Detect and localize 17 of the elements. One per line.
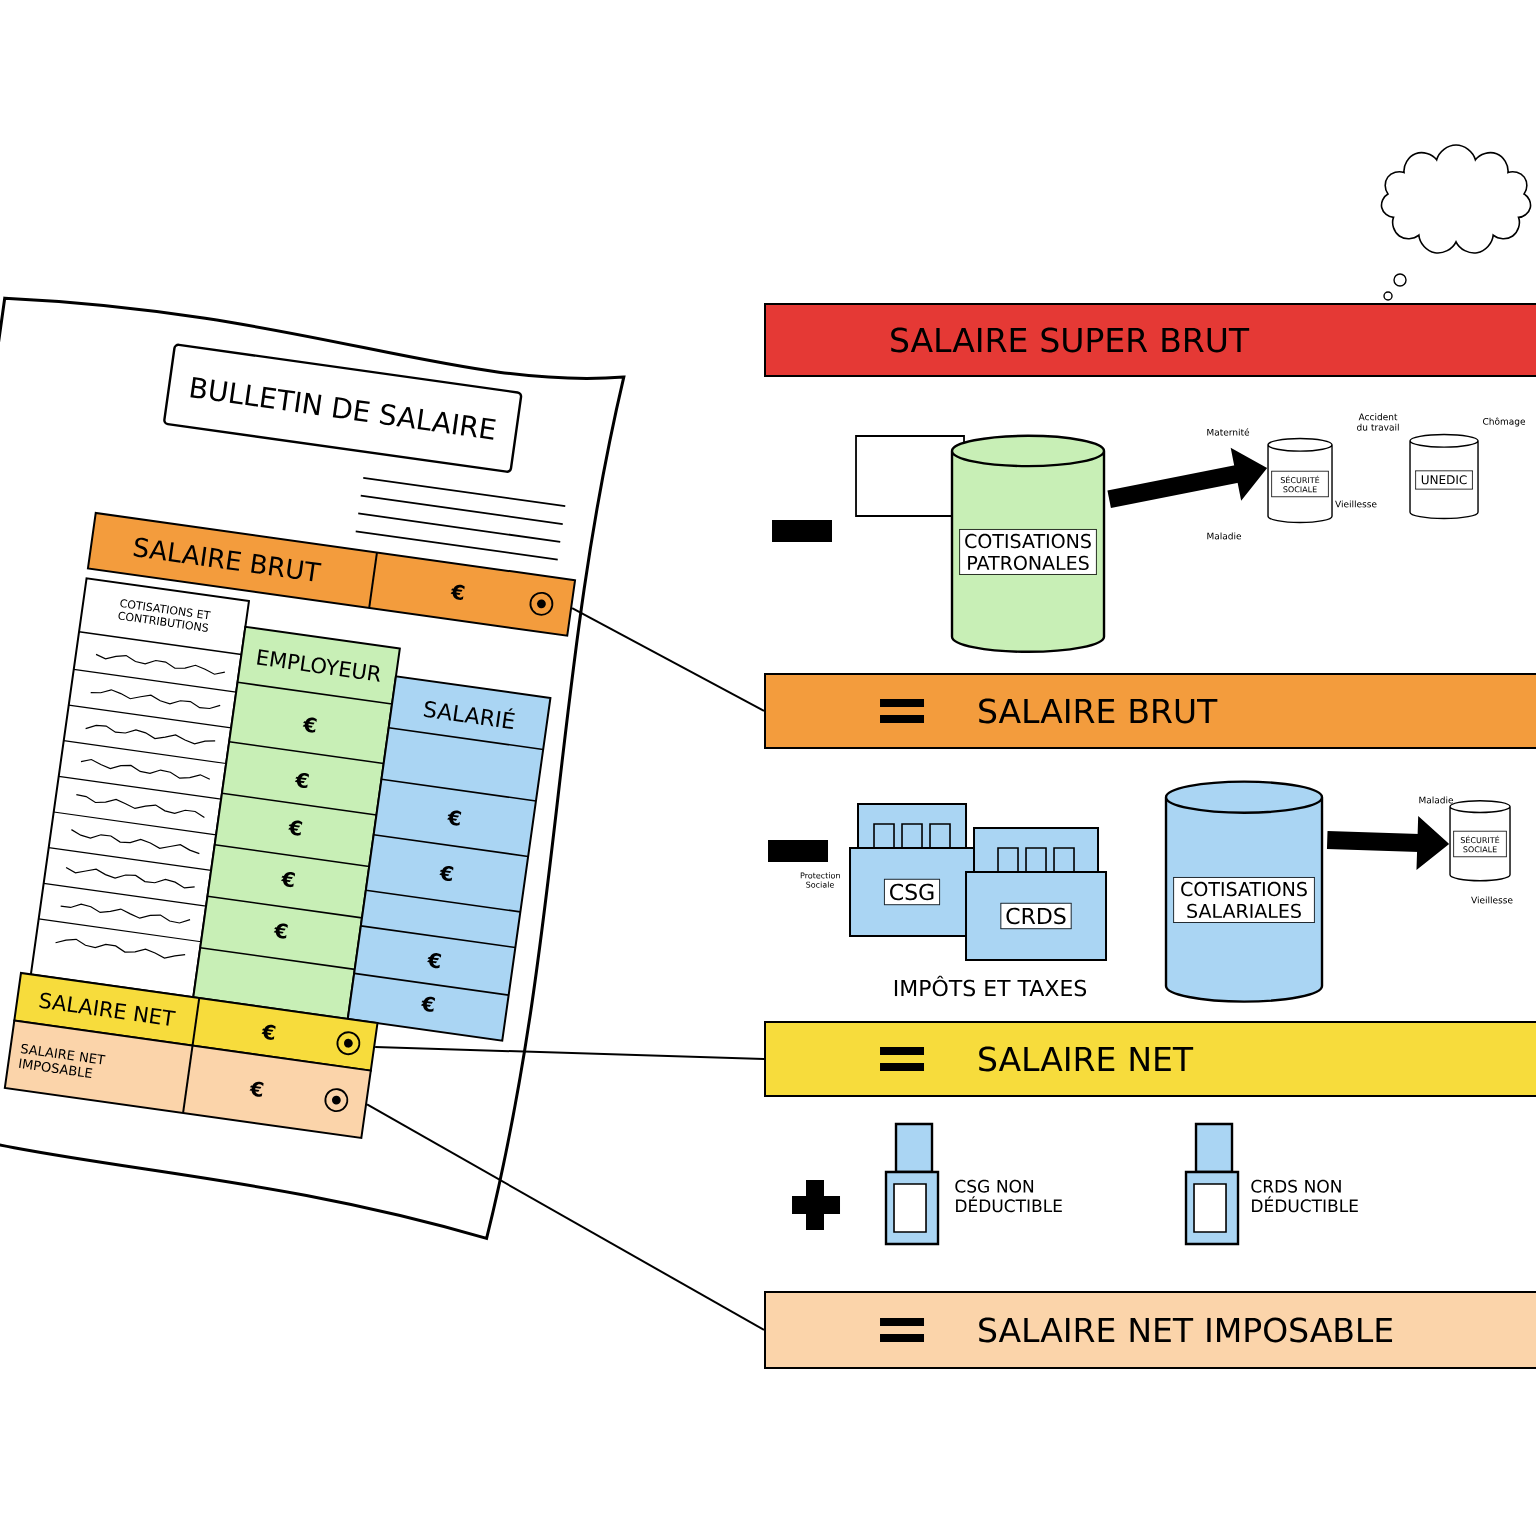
caption-text: IMPÔTS ET TAXES bbox=[894, 975, 1087, 997]
result-band: SALAIRE NET IMPOSABLE bbox=[764, 1291, 1536, 1369]
node-label: COTISATIONS SALARIALES bbox=[1181, 881, 1307, 919]
result-band: SALAIRE BRUT bbox=[764, 673, 1536, 749]
title-box: BULLETIN DE SALAIRE bbox=[163, 343, 523, 473]
collection-can: COTISATIONS PATRONALES bbox=[950, 434, 1106, 654]
collection-can: COTISATIONS SALARIALES bbox=[1164, 780, 1324, 1003]
result-band: SALAIRE SUPER BRUT bbox=[764, 303, 1536, 377]
cash-box: CSG bbox=[849, 803, 975, 937]
caption-text: CRDS NON DÉDUCTIBLE bbox=[1251, 1179, 1358, 1213]
result-band: SALAIRE NET bbox=[764, 1021, 1536, 1097]
cash-box: CRDS bbox=[965, 827, 1107, 961]
leader-line bbox=[571, 607, 765, 712]
node-label: COTISATIONS PATRONALES bbox=[965, 533, 1091, 571]
caption-text: CSG NON DÉDUCTIBLE bbox=[955, 1179, 1062, 1213]
leader-line bbox=[366, 1103, 765, 1331]
leader-line bbox=[374, 1046, 765, 1060]
